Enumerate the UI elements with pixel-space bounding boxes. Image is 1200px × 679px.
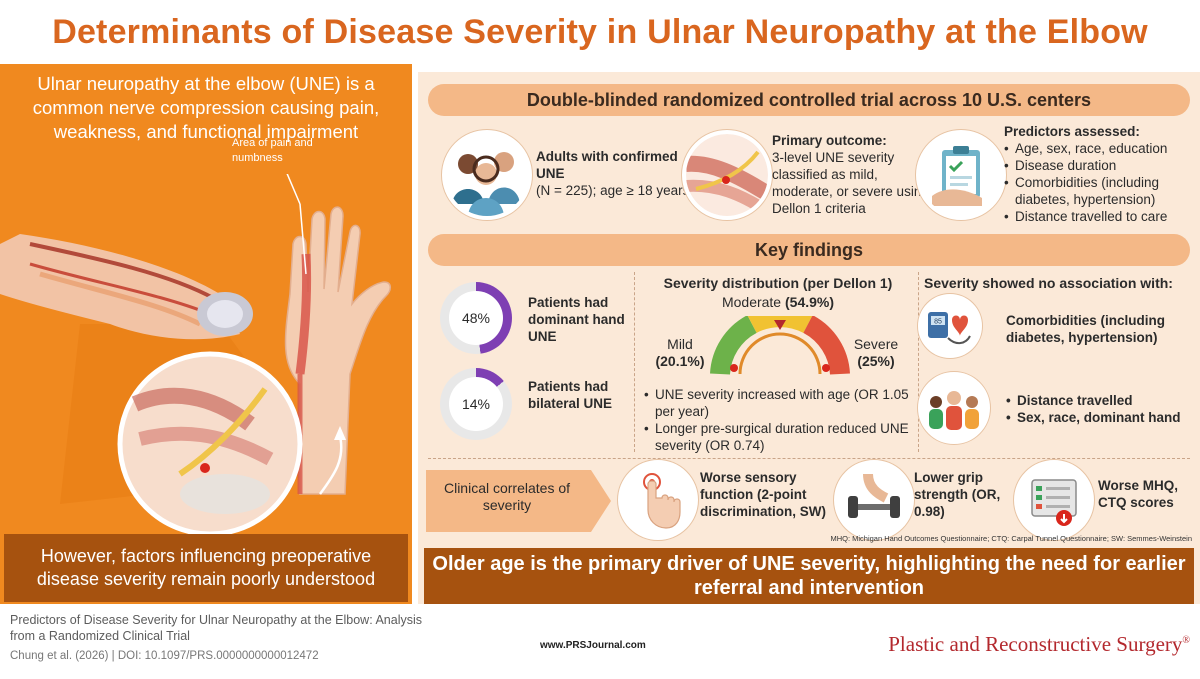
intro-text: Ulnar neuropathy at the elbow (UNE) is a… [32, 73, 380, 142]
page-title: Determinants of Disease Severity in Ulna… [52, 12, 1148, 51]
key-findings-banner: Key findings [428, 234, 1190, 266]
mild-pct: (20.1%) [655, 353, 705, 369]
blood-pressure-icon: 85 [918, 294, 982, 358]
moderate-pct: (54.9%) [785, 294, 835, 310]
population-title: Adults with confirmed UNE [536, 149, 678, 181]
dominant-hand-pct: 48% [449, 291, 503, 345]
finger-touch-icon [618, 460, 698, 540]
no-association-item: Distance travelled [1006, 392, 1196, 409]
clinical-label: Clinical correlates of severity [443, 480, 571, 513]
predictors-title: Predictors assessed: [1004, 124, 1140, 139]
citation: Predictors of Disease Severity for Ulnar… [10, 612, 430, 664]
right-panel: Double-blinded randomized controlled tri… [418, 72, 1200, 604]
severity-gauge [710, 316, 850, 375]
predictor-item: Age, sex, race, education [1004, 140, 1194, 157]
journal-logo: Plastic and Reconstructive Surgery® [860, 632, 1190, 657]
no-association-list: Distance travelled Sex, race, dominant h… [1006, 392, 1196, 426]
journal-name: Plastic and Reconstructive Surgery [888, 632, 1183, 656]
distribution-title: Severity distribution (per Dellon 1) [663, 275, 893, 291]
citation-title: Predictors of Disease Severity for Ulnar… [10, 613, 422, 643]
clipboard-icon [916, 130, 1006, 220]
bilateral-pct: 14% [449, 377, 503, 431]
divider [918, 272, 919, 452]
citation-reference: Chung et al. (2026) | DOI: 10.1097/PRS.0… [10, 650, 319, 662]
trial-banner: Double-blinded randomized controlled tri… [428, 84, 1190, 116]
moderate-label: Moderate [721, 294, 782, 310]
outcome-detail: 3-level UNE severity classified as mild,… [772, 150, 929, 216]
divider [634, 272, 635, 452]
predictor-item: Disease duration [1004, 157, 1194, 174]
abbreviations-note: MHQ: Michigan Hand Outcomes Questionnair… [830, 534, 1192, 543]
questionnaire-icon [1014, 460, 1094, 540]
bilateral-ring: 14% [440, 368, 512, 440]
patients-group-icon [442, 130, 532, 220]
journal-url[interactable]: www.PRSJournal.com [540, 640, 646, 651]
predictor-item: Distance travelled to care [1004, 208, 1194, 225]
severe-pct: (25%) [857, 353, 895, 369]
elbow-nerve-icon [682, 130, 772, 220]
finding-item: UNE severity increased with age (OR 1.05… [644, 386, 914, 420]
no-association-item: Sex, race, dominant hand [1006, 409, 1196, 426]
divider [428, 458, 1190, 459]
outcome-text: Primary outcome: 3-level UNE severity cl… [772, 132, 942, 217]
clinical-correlates-arrow [426, 470, 611, 532]
population-detail: (N = 225); age ≥ 18 years [536, 183, 690, 198]
mhq-text: Worse MHQ, CTQ scores [1098, 478, 1179, 510]
predictors-text: Predictors assessed: Age, sex, race, edu… [1004, 123, 1194, 225]
conclusion-banner: Older age is the primary driver of UNE s… [424, 548, 1194, 604]
no-association-comorbidities: Comorbidities (including diabetes, hyper… [1006, 313, 1165, 345]
bilateral-label: Patients had bilateral UNE [528, 379, 613, 411]
outcome-title: Primary outcome: [772, 133, 887, 148]
moderate-label-group: Moderate (54.9%) [640, 294, 916, 311]
predictor-item: Comorbidities (including diabetes, hyper… [1004, 174, 1194, 208]
dominant-hand-ring: 48% [440, 282, 512, 354]
registered-mark: ® [1182, 635, 1190, 646]
no-association-title: Severity showed no association with: [924, 275, 1173, 291]
dominant-hand-label: Patients had dominant hand UNE [528, 295, 625, 344]
pain-area-label: Area of pain and numbness [232, 137, 313, 164]
severe-label: Severe [853, 336, 899, 352]
diverse-people-icon [918, 372, 990, 444]
left-panel: Ulnar neuropathy at the elbow (UNE) is a… [0, 64, 412, 604]
mild-label: Mild [667, 336, 693, 352]
finding-item: Longer pre-surgical duration reduced UNE… [644, 420, 914, 454]
elbow-hand-illustration [0, 174, 391, 534]
population-text: Adults with confirmed UNE (N = 225); age… [536, 148, 696, 199]
monitor-reading: 85 [934, 319, 942, 326]
grip-text: Lower grip strength (OR, 0.98) [914, 470, 1001, 519]
mild-label-group: Mild (20.1%) [650, 336, 710, 370]
dumbbell-icon [834, 460, 914, 540]
left-footer-banner: However, factors influencing preoperativ… [4, 534, 408, 602]
severe-label-group: Severe (25%) [846, 336, 906, 370]
sensory-text: Worse sensory function (2-point discrimi… [700, 470, 827, 519]
distribution-bullets: UNE severity increased with age (OR 1.05… [644, 386, 914, 454]
